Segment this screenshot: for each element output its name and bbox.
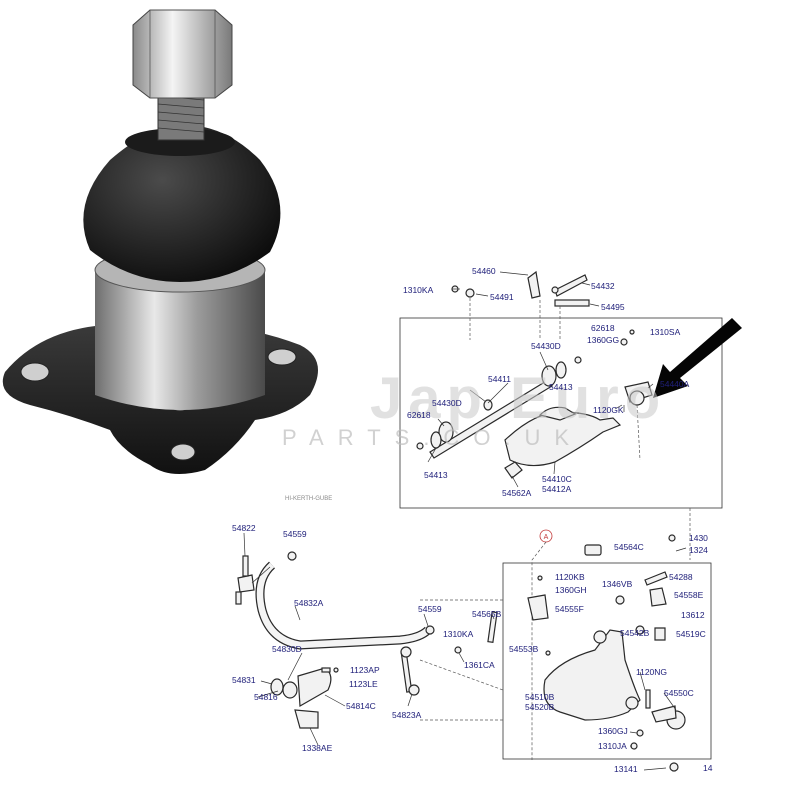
part-label: 54519C bbox=[676, 629, 706, 639]
lower-ball-joint bbox=[630, 689, 686, 750]
part-label: 54814C bbox=[346, 701, 376, 711]
section-marker: A bbox=[531, 529, 553, 760]
part-label: 13612 bbox=[681, 610, 705, 620]
part-label: 1360GJ bbox=[598, 726, 628, 736]
part-label: 54510B bbox=[525, 692, 555, 702]
part-label: 54495 bbox=[601, 302, 625, 312]
part-label: 1310KA bbox=[403, 285, 434, 295]
part-label: 1120GK bbox=[593, 405, 624, 415]
svg-text:Jap Euro: Jap Euro bbox=[370, 366, 666, 431]
lower-control-arm bbox=[527, 571, 668, 721]
upper-control-arm bbox=[504, 406, 622, 479]
part-label: 1346VB bbox=[602, 579, 633, 589]
part-label: 54830D bbox=[272, 644, 302, 654]
part-label: 1430 bbox=[689, 533, 708, 543]
part-label: 54430D bbox=[531, 341, 561, 351]
lower-arm-frame bbox=[502, 562, 712, 760]
photo-caption: HI-KERTH-GUBE bbox=[285, 496, 332, 502]
upper-shaft-assembly bbox=[416, 356, 582, 459]
part-label: 54831 bbox=[232, 675, 256, 685]
part-label: 54562A bbox=[502, 488, 532, 498]
part-label: 54432 bbox=[591, 281, 615, 291]
part-label: 54553B bbox=[509, 644, 539, 654]
part-label: 54411 bbox=[488, 374, 511, 384]
part-label: 54288 bbox=[669, 572, 693, 582]
upper-ball-joint bbox=[620, 329, 653, 461]
part-label: 1338AE bbox=[302, 743, 333, 753]
part-label: 54565B bbox=[472, 609, 502, 619]
part-number-labels: 54460 1310KA 54491 54432 54495 62618 131… bbox=[232, 266, 713, 774]
part-label: 54559 bbox=[418, 604, 442, 614]
svg-text:PARTS.CO.UK: PARTS.CO.UK bbox=[282, 425, 583, 450]
part-label: 54832A bbox=[294, 598, 324, 608]
pointer-arrow-icon bbox=[653, 318, 742, 398]
part-label: 1360GH bbox=[555, 585, 587, 595]
part-label: 54460 bbox=[472, 266, 496, 276]
part-label: 14 bbox=[703, 763, 713, 773]
part-label: 1123AP bbox=[350, 665, 380, 675]
part-label: 1310JA bbox=[598, 741, 627, 751]
part-label: 13141 bbox=[614, 764, 638, 774]
part-label: 1310SA bbox=[650, 327, 681, 337]
stabilizer-bar bbox=[235, 551, 435, 650]
stabilizer-link-and-bushing bbox=[270, 611, 551, 729]
hardware-dots bbox=[584, 534, 687, 772]
part-label: 54559 bbox=[283, 529, 307, 539]
svg-text:A: A bbox=[544, 534, 549, 541]
part-label: 1324 bbox=[689, 545, 708, 555]
leader-lines bbox=[243, 271, 677, 771]
part-label: 54816 bbox=[254, 692, 278, 702]
part-label: 1310KA bbox=[443, 629, 474, 639]
part-label: 54413 bbox=[549, 382, 573, 392]
part-label: 54555F bbox=[555, 604, 584, 614]
upper-top-hardware bbox=[451, 270, 590, 340]
part-label: 54520B bbox=[525, 702, 555, 712]
part-label: 1120KB bbox=[555, 572, 585, 582]
part-label: 54558E bbox=[674, 590, 704, 600]
part-label: 1123LE bbox=[349, 679, 378, 689]
part-label: 54564C bbox=[614, 542, 644, 552]
part-label: 1360GG bbox=[587, 335, 619, 345]
part-label: 54550C bbox=[664, 688, 694, 698]
part-label: 54491 bbox=[490, 292, 514, 302]
part-label: 54542B bbox=[620, 628, 650, 638]
part-label: 54430D bbox=[432, 398, 462, 408]
part-label: 54822 bbox=[232, 523, 256, 533]
watermark: Jap Euro PARTS.CO.UK bbox=[282, 366, 666, 450]
part-label: 54823A bbox=[392, 710, 422, 720]
ball-joint-photo: HI-KERTH-GUBE bbox=[2, 9, 332, 502]
part-label: 1120NG bbox=[636, 667, 667, 677]
part-label: 54440A bbox=[660, 379, 690, 389]
part-label: 54413 bbox=[424, 470, 448, 480]
connector-lower bbox=[419, 599, 504, 721]
part-label: 54412A bbox=[542, 484, 572, 494]
part-label: 1361CA bbox=[464, 660, 495, 670]
upper-arm-frame bbox=[399, 317, 723, 509]
part-label: 62618 bbox=[591, 323, 615, 333]
part-label: 54410C bbox=[542, 474, 572, 484]
part-label: 62618 bbox=[407, 410, 431, 420]
